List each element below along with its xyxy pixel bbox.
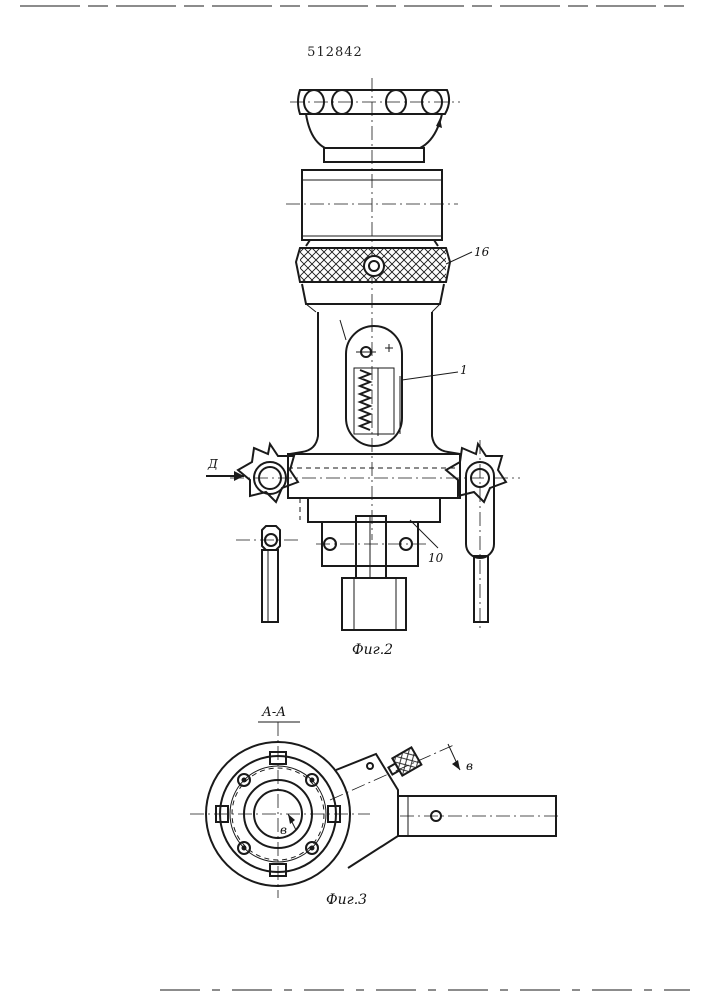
ring-base xyxy=(302,284,444,312)
handle-bar xyxy=(398,796,560,836)
figure-3-caption: Фиг.3 xyxy=(326,892,367,908)
figure-3: А-А xyxy=(190,705,560,908)
label-part-10: 10 xyxy=(428,551,444,565)
top-knob xyxy=(290,90,460,162)
label-part-16: 16 xyxy=(474,245,490,259)
knurled-ring-16: 16 xyxy=(296,245,490,282)
lower-adaptor-10: 10 xyxy=(308,498,444,630)
left-lever xyxy=(236,526,300,622)
figure-2: 16 1 xyxy=(206,78,520,658)
label-arrow-b-right: в xyxy=(466,759,473,773)
main-body-1: 1 xyxy=(290,312,468,454)
section-label: А-А xyxy=(261,705,286,720)
patent-number: 512842 xyxy=(307,45,363,60)
label-view-arrow: Д xyxy=(207,457,218,471)
wrench-arm: в xyxy=(330,744,473,868)
figure-2-caption: Фиг.2 xyxy=(352,642,393,658)
label-part-1: 1 xyxy=(460,363,468,377)
label-arrow-b-center: в xyxy=(280,823,287,837)
